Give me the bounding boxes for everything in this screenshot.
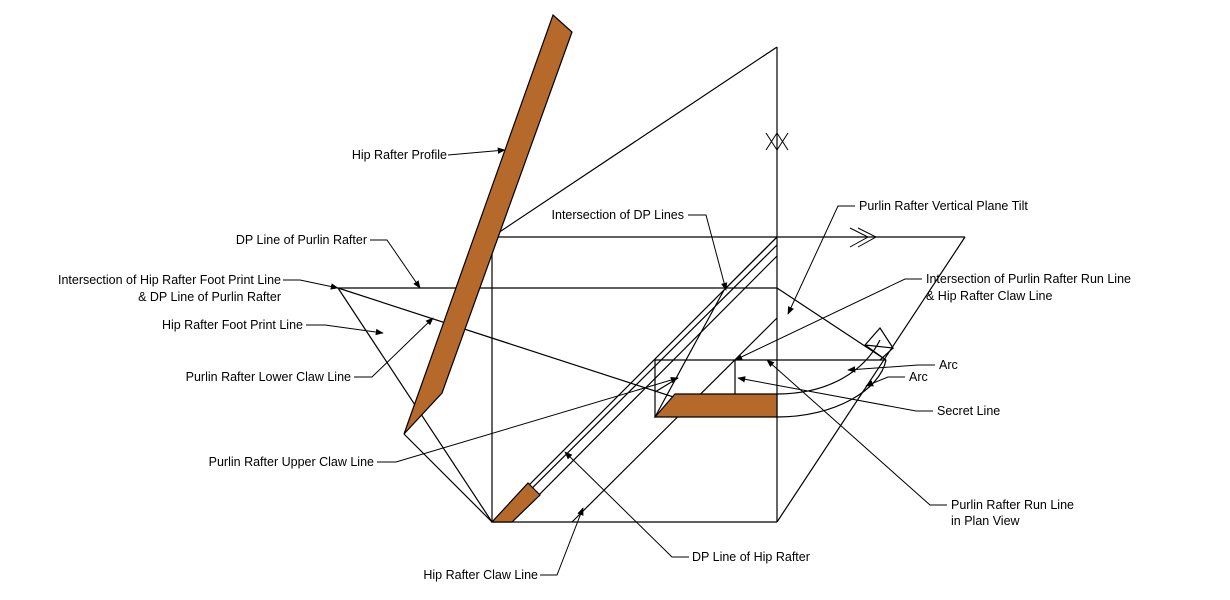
purlin-lower-claw-line — [337, 287, 736, 418]
dp-intersection-drop-line — [654, 289, 725, 418]
label-arc-2: Arc — [909, 370, 928, 384]
label-secret-line: Secret Line — [937, 404, 1000, 418]
hip-rafter-line-3 — [511, 255, 778, 523]
label-intersection-run-2: & Hip Rafter Claw Line — [926, 289, 1052, 303]
leader-purlin-upper-claw — [377, 376, 679, 463]
leader-arc-2 — [865, 376, 905, 387]
tick-mark-lower — [765, 132, 789, 151]
arc-lower — [776, 359, 887, 418]
label-dp-line-hip: DP Line of Hip Rafter — [692, 550, 810, 564]
hip-rafter-line-2 — [497, 244, 778, 523]
wood-pieces — [403, 13, 778, 523]
leader-hip-claw — [540, 507, 584, 576]
label-hip-claw: Hip Rafter Claw Line — [423, 568, 538, 582]
leader-arc-1 — [847, 364, 935, 373]
labels: Hip Rafter Profile DP Line of Purlin Raf… — [58, 148, 1131, 582]
leader-run-line-plan — [766, 359, 947, 506]
upper-right-diagonal — [776, 287, 887, 361]
label-intersection-run-1: Intersection of Purlin Rafter Run Line — [926, 272, 1131, 286]
leader-hip-foot-print — [306, 324, 384, 336]
label-intersection-foot-2: & DP Line of Purlin Rafter — [138, 290, 281, 304]
hip-rafter-line-1 — [491, 236, 778, 523]
label-run-plan-1: Purlin Rafter Run Line — [951, 498, 1074, 512]
hip-rafter-claw-line — [571, 317, 778, 523]
left-lower-diagonal — [403, 433, 493, 523]
tick-mark-right-2 — [857, 227, 878, 248]
leader-purlin-lower-claw — [354, 317, 434, 378]
tick-mark-right-1 — [849, 227, 870, 248]
arc-upper — [776, 339, 881, 395]
label-arc-1: Arc — [939, 358, 958, 372]
top-diagonal-line — [491, 46, 778, 238]
label-purlin-lower-claw: Purlin Rafter Lower Claw Line — [186, 370, 351, 384]
leader-dp-line-hip — [564, 451, 689, 558]
label-purlin-upper-claw: Purlin Rafter Upper Claw Line — [209, 455, 374, 469]
triangle-leg-2 — [879, 347, 894, 361]
label-intersection-dp: Intersection of DP Lines — [552, 208, 684, 222]
right-diagonal-line — [776, 236, 966, 523]
leader-intersection-foot — [283, 279, 339, 290]
tick-mark-upper — [765, 132, 789, 151]
label-hip-foot-print: Hip Rafter Foot Print Line — [162, 318, 303, 332]
purlin-rafter-section — [653, 393, 778, 418]
label-run-plan-2: in Plan View — [951, 514, 1021, 528]
leader-lines — [283, 147, 947, 576]
label-intersection-foot-1: Intersection of Hip Rafter Foot Print Li… — [58, 273, 281, 287]
leader-secret-line — [737, 376, 933, 412]
leader-intersection-run — [734, 278, 922, 361]
construction-lines — [337, 46, 966, 523]
leader-intersection-dp — [688, 214, 728, 291]
leader-dp-line-purlin — [370, 239, 421, 289]
leader-vertical-plane-tilt — [787, 205, 855, 315]
small-triangle — [863, 327, 895, 349]
leader-hip-rafter-profile — [447, 147, 506, 156]
hip-rafter-foot-section — [490, 482, 541, 523]
hip-rafter-profile-shape — [403, 13, 573, 435]
label-hip-rafter-profile: Hip Rafter Profile — [352, 148, 447, 162]
label-vertical-plane-tilt: Purlin Rafter Vertical Plane Tilt — [859, 199, 1028, 213]
label-dp-line-purlin: DP Line of Purlin Rafter — [236, 233, 367, 247]
